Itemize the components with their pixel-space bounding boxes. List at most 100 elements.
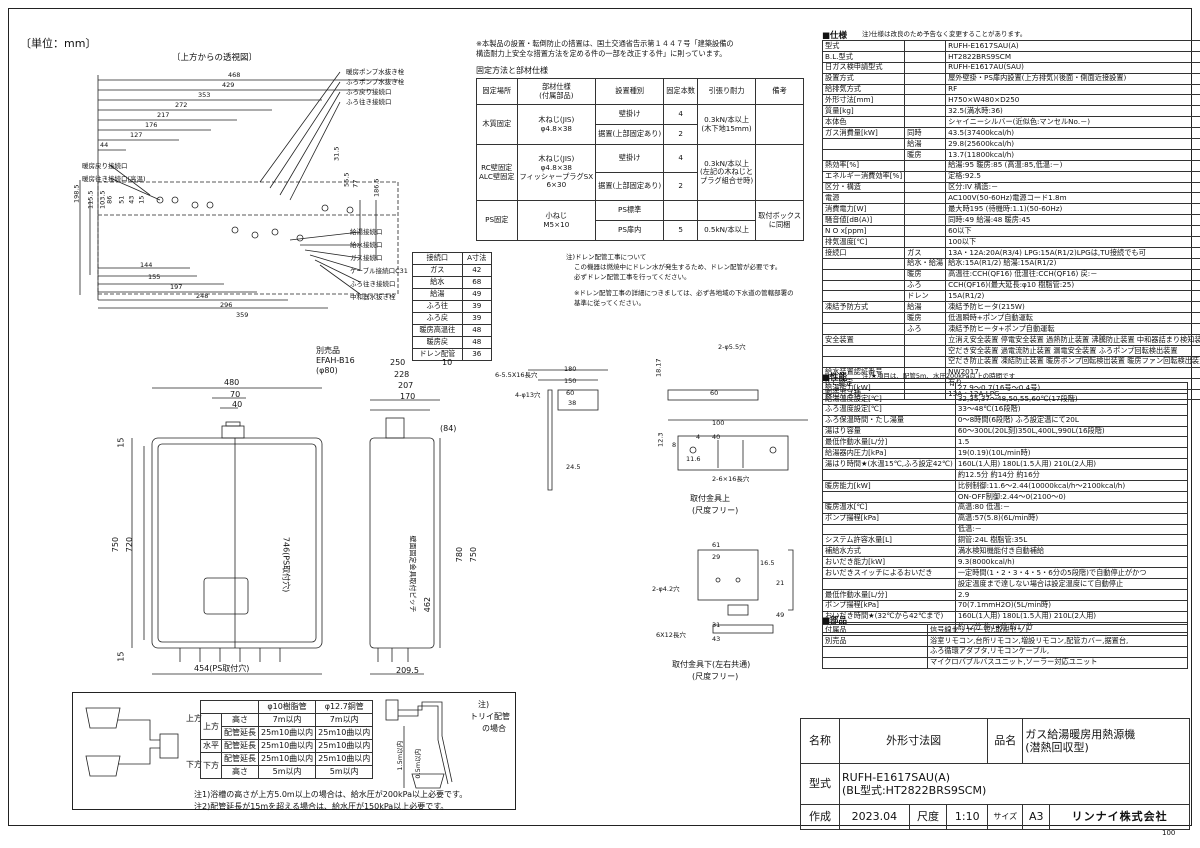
- spec-cell: 給水:15A(R1/2) 給湯:15A(R1/2): [945, 257, 1200, 270]
- label-hot-water: 給湯接続口: [350, 228, 383, 236]
- spec-cell: 区分・構造: [821, 181, 906, 194]
- spec-cell: 給湯: [904, 138, 947, 150]
- fix-r4-c0: PS固定: [476, 200, 518, 241]
- front-dim-720: 720: [125, 536, 135, 553]
- fix-r0-c2: 壁掛け: [595, 104, 665, 125]
- perf-row: 給湯能力[kW]27.9～0.7(16号～0.4号): [822, 382, 1189, 394]
- spec-cell: [904, 72, 947, 85]
- conn-r3-c1: 39: [461, 300, 493, 313]
- perf-row: おいだきスイッチによるおいだき一定時間(1・2・3・4・5・6分の5段階)で自動…: [822, 567, 1189, 580]
- spec-note: 注)仕様は改良のため予告なく変更することがあります。: [862, 30, 1027, 38]
- perf-cell: ON-OFF制御:2.44～0(2100～0): [954, 490, 1189, 503]
- spec-cell: 29.8(25600kcal/h): [945, 138, 1200, 150]
- pipe-r3-c1: 配管延長: [221, 752, 259, 766]
- torii-diagram: [385, 699, 453, 789]
- dim-115-5: 115.5: [86, 190, 95, 210]
- perf-cell: 給湯能力[kW]: [822, 382, 956, 394]
- perf-cell: 暖房温水[℃]: [822, 501, 956, 514]
- dim-217: 217: [157, 111, 170, 119]
- fix-r4-c2: PS標準: [595, 200, 665, 221]
- side-dim-780: 780: [455, 546, 465, 563]
- pipe-r1-c3: 25m10曲以内: [315, 726, 374, 740]
- fix-r2-c5: [755, 144, 805, 201]
- bracket-slot-label: 6-5.5X16長穴: [495, 371, 538, 379]
- spec-cell: 凍結予防ヒータ(215W): [945, 301, 1200, 314]
- bt-dim-100: 100: [712, 419, 725, 427]
- pipe-r4-c3: 5m以内: [315, 765, 374, 779]
- front-dim-70: 70: [230, 390, 241, 399]
- bracket-top-caption: 取付金具上: [690, 494, 730, 503]
- perf-cell: 高温:57(5.8)(6L/min時): [954, 512, 1189, 525]
- perf-row: 湯はり時間★(水温15℃,ふろ設定42℃)160L(1人用) 180L(1.5人…: [822, 458, 1189, 471]
- spec-cell: 13.7(11800kcal/h): [945, 148, 1200, 161]
- spec-cell: HT2822BRS9SCM: [945, 50, 1200, 63]
- perf-row: 暖房温水[℃]高温:80 低温:－: [822, 501, 1189, 514]
- tb-date: 2023.04: [839, 804, 910, 830]
- spec-cell: 騒音値[dB(A)]: [821, 214, 906, 227]
- spec-cell: 電源: [821, 192, 906, 205]
- conn-h0: 接続口: [412, 252, 463, 265]
- spec-cell: 本体色: [821, 116, 906, 129]
- spec-cell: [821, 268, 906, 281]
- spec-cell: [904, 236, 947, 248]
- pipe-r0-c1: 高さ: [221, 713, 259, 727]
- label-gas: ガス接続口: [350, 254, 383, 262]
- spec-cell: 暖房: [904, 268, 947, 281]
- perf-cell: 約12.5分 約14分 約16分: [954, 469, 1189, 482]
- front-dim-15-bot: 15: [116, 651, 126, 662]
- spec-cell: [904, 159, 947, 172]
- spec-row: 質量[kg]32.5(満水時:36): [821, 105, 1200, 118]
- torii-dim-2: 0.5m以内: [414, 748, 423, 779]
- parts-row: 別売品浴室リモコン,台所リモコン,増設リモコン,配管カバー,据置台,: [822, 634, 1188, 647]
- spec-row: 給水・給湯給水:15A(R1/2) 給湯:15A(R1/2): [821, 257, 1200, 270]
- front-dim-40: 40: [232, 400, 243, 409]
- spec-row: 区分・構造区分:IV 構造:－: [821, 181, 1200, 194]
- dim-144: 144: [140, 261, 153, 269]
- spec-cell: [821, 344, 906, 357]
- dim-186-5: 186.5: [372, 178, 381, 198]
- fix-h0: 固定場所: [476, 78, 518, 105]
- perf-row: 暖房能力[kW]比例制御:11.6～2.44(10000kcal/h～2100k…: [822, 480, 1189, 492]
- perf-cell: 設定温度まで達しない場合は設定温度にて自動停止: [954, 578, 1189, 590]
- pipe-r4-c2: 5m以内: [257, 765, 317, 779]
- parts-row: ふろ循環アダプタ,リモコンケーブル,: [822, 645, 1188, 658]
- bt-dim-40: 40: [712, 433, 721, 441]
- spec-cell: 給水・給湯: [904, 257, 947, 270]
- perf-cell: 32,35,37～48,50,55,60℃(17段階): [954, 392, 1189, 405]
- side-dim-10: 10: [442, 358, 453, 367]
- perf-cell: 最低作動水量[L/分]: [822, 436, 956, 449]
- perf-cell: 27.9～0.7(16号～0.4号): [954, 382, 1189, 394]
- perf-cell: 160L(1人用) 180L(1.5人用) 210L(2人用): [954, 458, 1189, 471]
- pipe-box: [72, 692, 516, 810]
- spec-cell: [904, 192, 947, 205]
- bracket-bot-scale: (尺度フリー): [692, 672, 739, 681]
- spec-row: 消費電力[W]最大時195 (待機時:1.1)(50-60Hz): [821, 203, 1200, 216]
- spec-cell: 同時: [904, 127, 947, 140]
- pipe-h2: φ10樹脂管: [257, 700, 317, 714]
- spec-cell: [904, 40, 947, 52]
- torii-note-1: トリイ配管: [470, 712, 510, 721]
- fix-r1-c3: 2: [663, 124, 698, 145]
- perf-cell: おいだき能力[kW]: [822, 556, 956, 569]
- fix-r3-c2: 据置(上部固定あり): [595, 172, 665, 201]
- bt-dim-11-6: 11.6: [686, 455, 701, 463]
- perf-cell: 補給水方式: [822, 545, 956, 558]
- spec-cell: 熱効率[%]: [821, 159, 906, 172]
- pipe-note-2: 注2)配管延長が15mを超える場合は、給水圧が150kPa以上必要です。: [194, 802, 449, 811]
- conn-r2-c1: 49: [461, 288, 493, 301]
- spec-cell: 100以下: [945, 236, 1200, 248]
- spec-cell: [904, 214, 947, 227]
- spec-cell: 13A・12A:20A(R3/4) LPG:15A(R1/2)LPGは,TU接続…: [945, 246, 1200, 259]
- conn-h1: A寸法: [461, 252, 493, 265]
- fix-r4-c3: [663, 200, 698, 221]
- spec-cell: ガス消費量[kW]: [821, 127, 906, 140]
- side-dim-84: (84): [440, 424, 457, 433]
- spec-row: 設置方式屋外壁掛・PS扉内設置(上方排気)(後面・側面近接設置): [821, 72, 1200, 85]
- spec-cell: N O x[ppm]: [821, 225, 906, 238]
